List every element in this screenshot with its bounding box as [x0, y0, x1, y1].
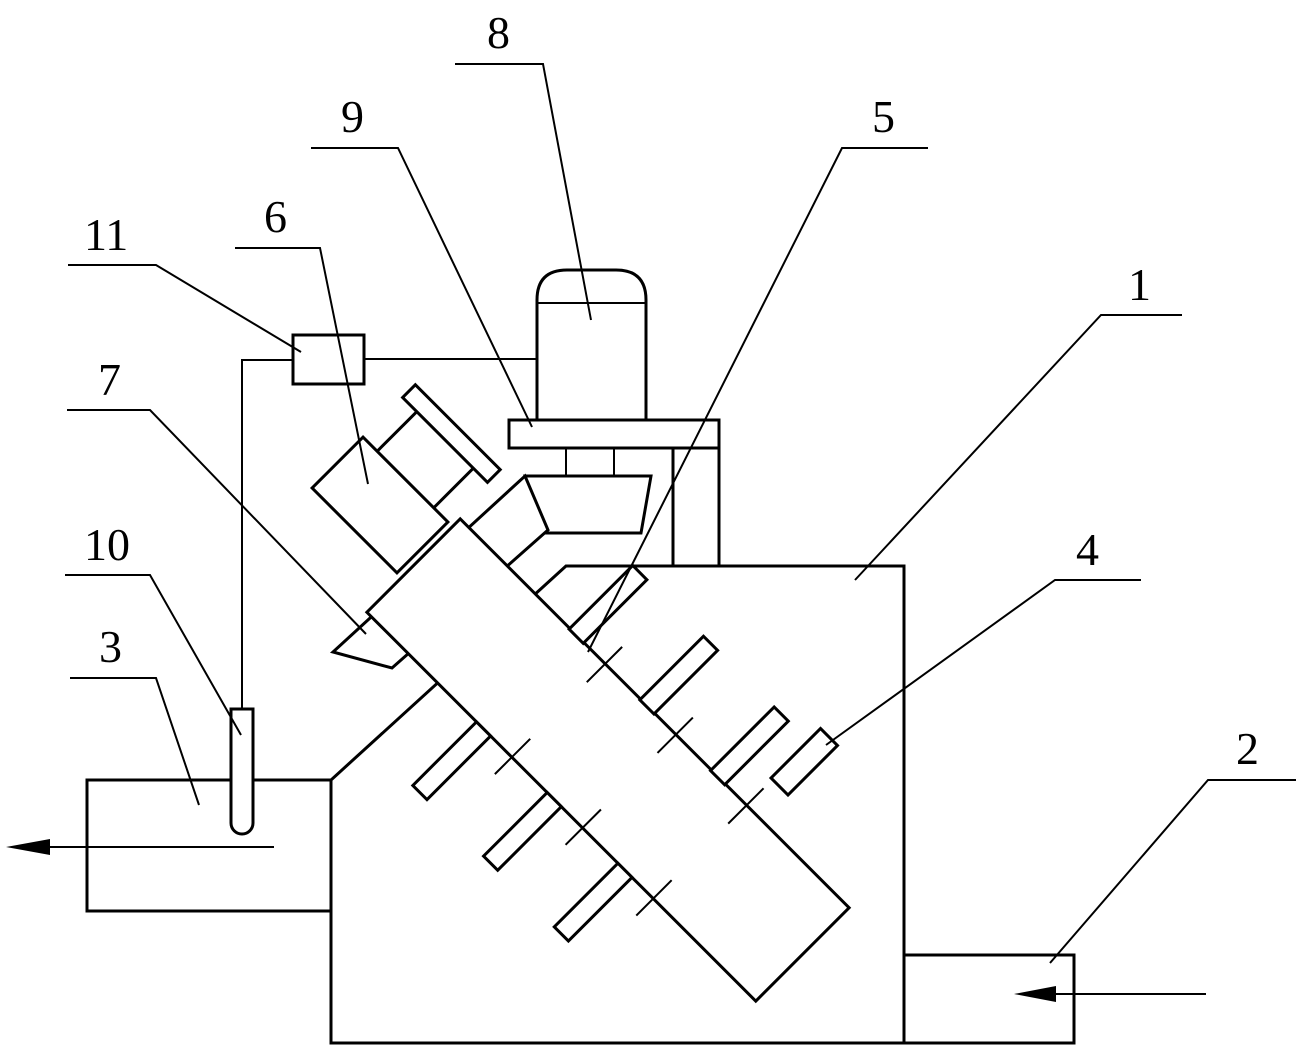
side-fitting	[768, 726, 840, 798]
callout-1: 1	[1128, 259, 1151, 310]
outlet-pipe	[85, 778, 331, 913]
callout-11: 11	[84, 209, 128, 260]
callout-7: 7	[98, 354, 121, 405]
callout-10: 10	[84, 519, 130, 570]
inlet-pipe	[904, 953, 1076, 1045]
sensor-probe	[229, 707, 255, 836]
cylinder	[309, 382, 503, 576]
sensor-wire	[241, 359, 293, 709]
callout-6: 6	[264, 191, 287, 242]
mounting-plate	[507, 418, 721, 450]
tank-body	[329, 564, 906, 1045]
inlet-arrow-head	[1014, 986, 1056, 1002]
outlet-arrow-head	[6, 839, 50, 855]
callout-4: 4	[1076, 524, 1099, 575]
controller-box	[291, 333, 366, 386]
callout-9: 9	[341, 91, 364, 142]
rotating-drum	[364, 516, 852, 1004]
motor	[535, 268, 648, 422]
callout-8: 8	[487, 7, 510, 58]
callout-3: 3	[99, 621, 122, 672]
callout-5: 5	[872, 91, 895, 142]
leader-lines	[65, 63, 1296, 964]
callout-2: 2	[1236, 723, 1259, 774]
